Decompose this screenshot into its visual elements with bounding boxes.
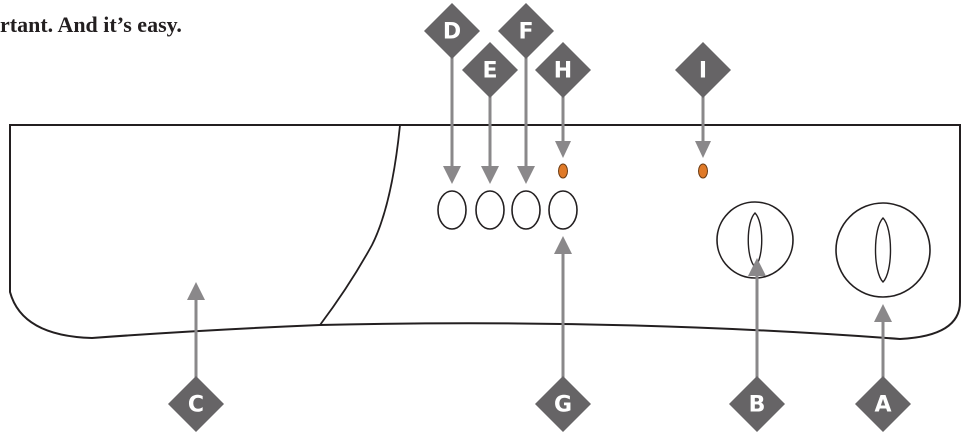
callout-arrowhead-b	[748, 258, 766, 276]
callout-arrowhead-a	[874, 304, 892, 322]
callout-label-c: C	[188, 393, 204, 418]
programme-knob	[835, 202, 931, 298]
callout-label-a: A	[874, 393, 891, 418]
function-button-e	[475, 190, 505, 230]
callout-label-d: D	[443, 20, 461, 45]
callout-badge-h: H	[535, 42, 591, 98]
callout-label-i: I	[699, 59, 707, 84]
callout-badge-g: G	[535, 376, 591, 432]
callout-label-e: E	[482, 59, 497, 84]
on-indicator-light	[558, 163, 568, 179]
door-lock-indicator-light	[698, 163, 708, 179]
callout-badge-b: B	[729, 376, 785, 432]
callout-label-f: F	[518, 20, 533, 45]
caption-text: rtant. And it’s easy.	[0, 12, 182, 37]
callout-arrowhead-d	[443, 166, 461, 184]
callout-badge-a: A	[855, 376, 911, 432]
callout-arrowhead-h	[555, 141, 571, 158]
callout-badge-e: E	[462, 42, 518, 98]
callout-label-g: G	[554, 393, 572, 418]
control-panel-outline	[9, 124, 961, 341]
callout-badge-i: I	[675, 42, 731, 98]
callout-arrowhead-f	[517, 166, 535, 184]
dispenser-drawer-divider	[319, 124, 401, 326]
callout-badge-f: F	[498, 3, 554, 59]
callout-badge-d: D	[424, 3, 480, 59]
function-button-d	[437, 190, 467, 230]
function-button-f	[511, 190, 541, 230]
callout-arrowhead-g	[554, 236, 572, 254]
callout-arrowhead-i	[695, 141, 711, 158]
callout-label-b: B	[749, 393, 766, 418]
programme-knob-grip	[874, 217, 892, 283]
temperature-knob	[716, 201, 794, 279]
on-off-button	[548, 190, 578, 230]
callout-label-h: H	[554, 59, 572, 84]
callout-badge-c: C	[168, 376, 224, 432]
callout-arrowhead-e	[481, 166, 499, 184]
callout-arrowhead-c	[187, 282, 205, 300]
